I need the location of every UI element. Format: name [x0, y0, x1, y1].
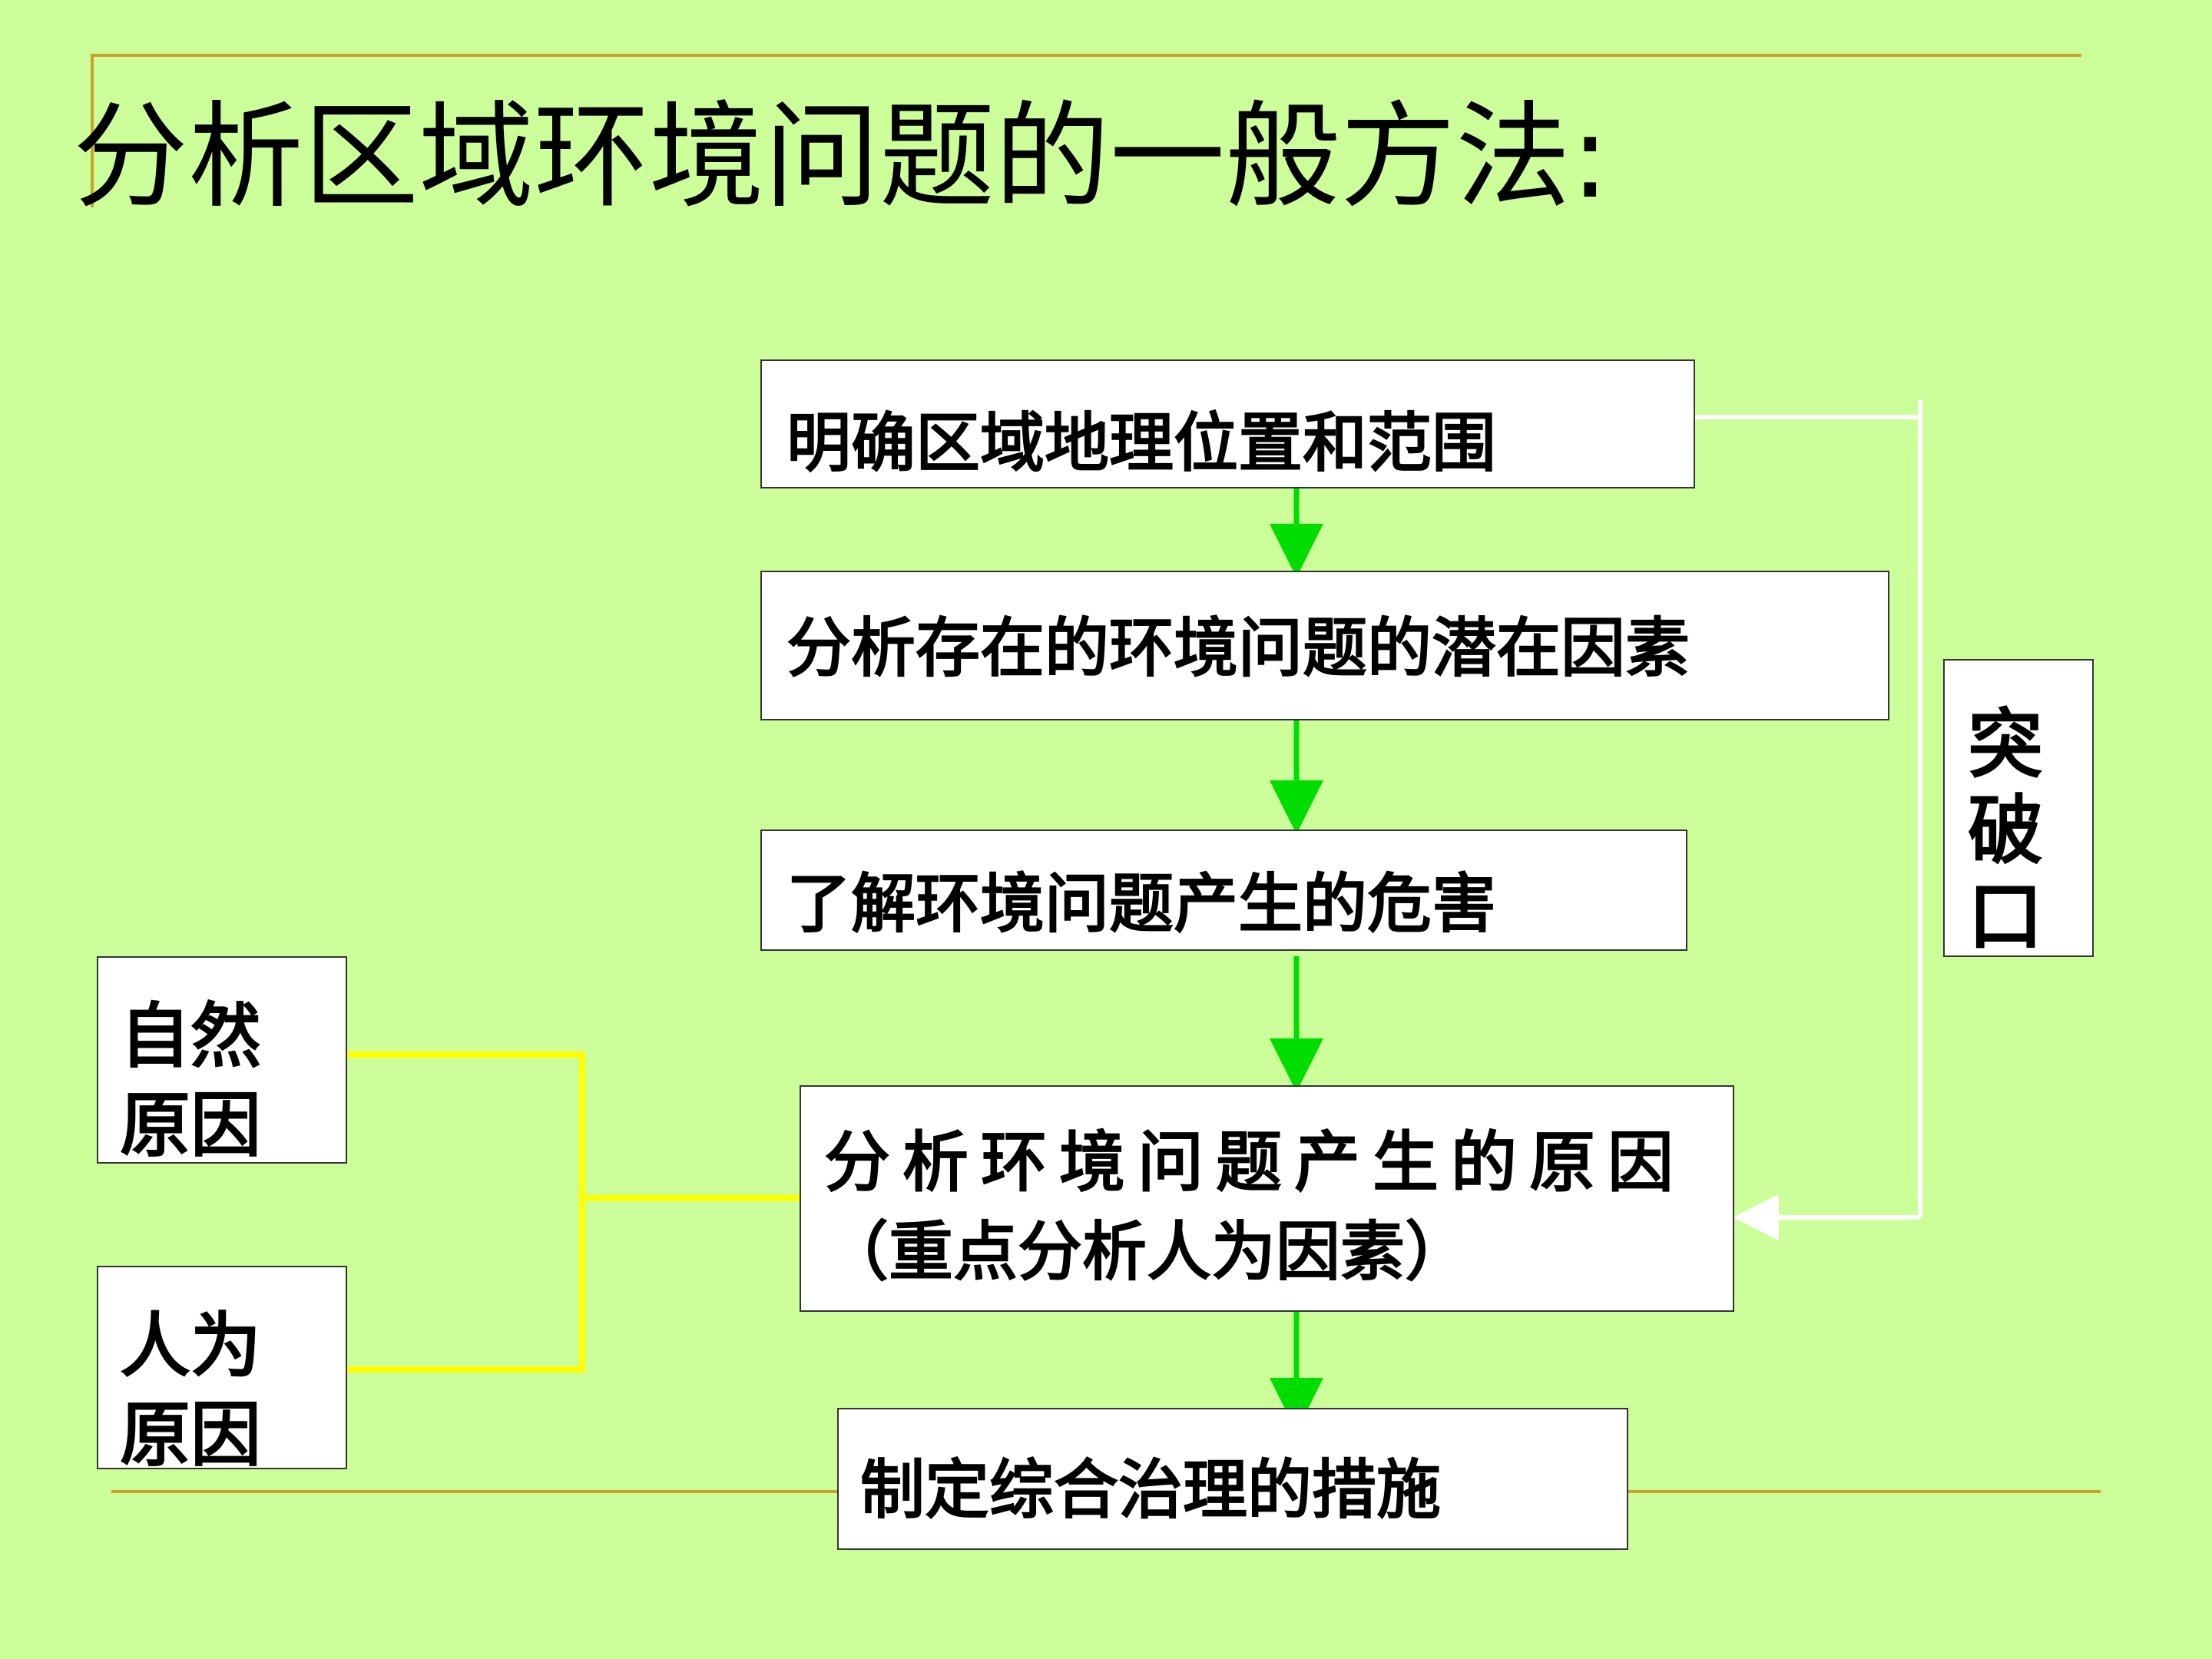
left-rule [91, 54, 94, 207]
step-5-box: 制定综合治理的措施 [837, 1408, 1628, 1550]
breakthrough-char-3: 口 [1968, 873, 2044, 961]
natural-cause-box: 自然 原因 [97, 956, 347, 1167]
breakthrough-box: 突 破 口 [1943, 659, 2094, 961]
top-rule [91, 54, 2081, 57]
natural-cause-line-2: 原因 [120, 1084, 262, 1167]
step-3-label: 了解环境问题产生的危害 [786, 866, 1497, 942]
step-2-label: 分析存在的环境问题的潜在因素 [786, 611, 1690, 686]
natural-cause-line-1: 自然 [120, 995, 262, 1078]
human-cause-line-2: 原因 [120, 1394, 262, 1476]
step-4-box: 分析环境问题产生的原因 （重点分析人为因素） [800, 1085, 1734, 1312]
step-4-label: 分析环境问题产生的原因 [824, 1124, 1686, 1201]
step-3-box: 了解环境问题产生的危害 [760, 830, 1687, 951]
human-cause-box: 人为 原因 [97, 1266, 347, 1476]
step-1-label: 明确区域地理位置和范围 [786, 406, 1497, 481]
step-2-box: 分析存在的环境问题的潜在因素 [760, 571, 1889, 720]
step-1-box: 明确区域地理位置和范围 [760, 359, 1695, 488]
human-cause-line-1: 人为 [120, 1305, 262, 1387]
step-4-note: （重点分析人为因素） [824, 1214, 1470, 1290]
cause-bracket [334, 1051, 585, 1373]
step-5-label: 制定综合治理的措施 [860, 1452, 1442, 1528]
slide-title: 分析区域环境问题的一般方法: [73, 91, 1610, 224]
breakthrough-char-2: 破 [1968, 787, 2044, 875]
breakthrough-char-1: 突 [1968, 701, 2044, 789]
